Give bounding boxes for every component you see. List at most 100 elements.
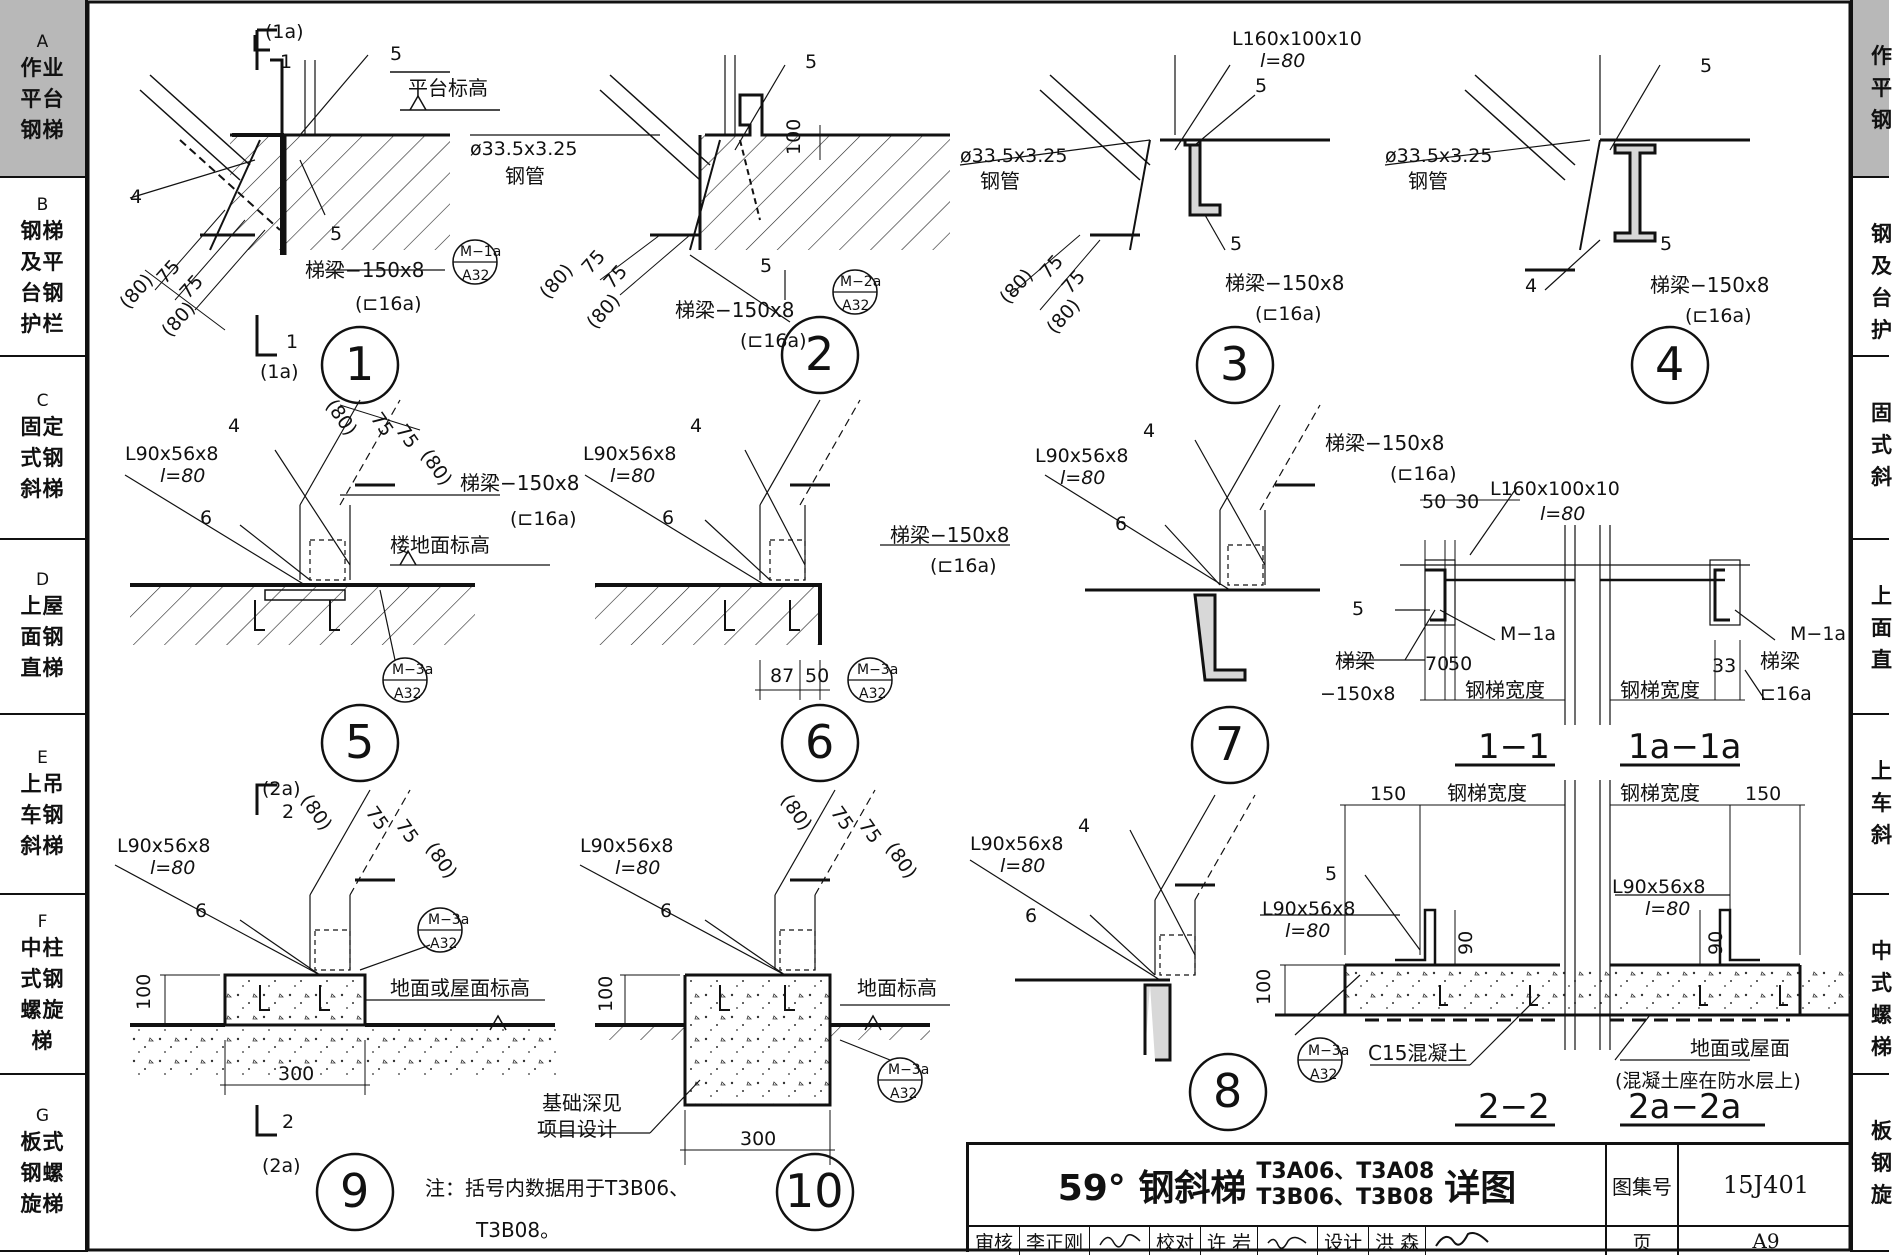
- dim-50-s11: 50: [1422, 491, 1446, 513]
- weld-size-1c: 4: [130, 186, 142, 208]
- section-2-2: [1260, 780, 1850, 1127]
- angle-length-6: l=80: [610, 465, 655, 487]
- dim-150-left: 150: [1370, 783, 1406, 805]
- right-index-tab[interactable]: 上面直上面直: [1853, 540, 1892, 715]
- right-index-tab[interactable]: 钢及台护钢及台护: [1853, 178, 1892, 357]
- ref-mark-1-top: M−1a: [460, 244, 501, 260]
- detail-number-8: 8: [1213, 1064, 1242, 1118]
- angle-size-3: L160x100x10: [1232, 28, 1362, 50]
- width-label-s22-left: 钢梯宽度: [1447, 781, 1527, 805]
- angle-size-8: L90x56x8: [970, 833, 1064, 855]
- dim-75-10a: 75: [826, 802, 858, 834]
- dim-80-9b: (80): [421, 838, 461, 883]
- beam-label-6: 梯梁−150x8: [890, 523, 1010, 547]
- right-index-char: 螺: [1871, 1003, 1892, 1027]
- angle-size-7: L90x56x8: [1035, 445, 1129, 467]
- weld-size-5a: 4: [228, 415, 240, 437]
- index-tab-text: 板式: [20, 1130, 65, 1154]
- angle-length-9: l=80: [150, 857, 195, 879]
- right-index-char: 斜: [1871, 465, 1892, 489]
- angle-length-10: l=80: [615, 857, 660, 879]
- ref-mark-2-bottom: A32: [842, 298, 869, 314]
- dim-90-left: 90: [1455, 931, 1477, 955]
- angle-length-8: l=80: [1000, 855, 1045, 877]
- right-index-char: 作: [1871, 44, 1892, 68]
- angle-size-6: L90x56x8: [583, 443, 677, 465]
- dim-80-5b: (80): [416, 445, 456, 490]
- right-index-tab[interactable]: 中式螺梯中式螺梯: [1853, 895, 1892, 1075]
- designer-signature: [1426, 1227, 1496, 1255]
- detail-number-5: 5: [345, 715, 374, 769]
- ref-mark-2-top: M−2a: [840, 274, 881, 290]
- index-tab-letter: F: [37, 912, 48, 932]
- ref-mark-10-bottom: A32: [890, 1086, 917, 1102]
- weld-size-8b: 6: [1025, 905, 1037, 927]
- detail-6: [584, 399, 1010, 783]
- right-index-tab[interactable]: 板钢旋板钢旋: [1853, 1075, 1892, 1252]
- right-index-tab[interactable]: 作平钢作平钢: [1853, 0, 1892, 178]
- angle-length-s11: l=80: [1540, 503, 1585, 525]
- section-title-2a-2a: 2a−2a: [1628, 1087, 1741, 1127]
- section-mark-2a-top: (2a): [262, 778, 301, 800]
- angle-length-5: l=80: [160, 465, 205, 487]
- detail-number-9: 9: [340, 1164, 369, 1218]
- signature-row: 审核 李正刚 校对 许 岩 设计 洪 森: [969, 1227, 1607, 1255]
- dim-50-6: 50: [805, 665, 829, 687]
- beam-alt-label-2: (⊏16a): [740, 330, 807, 352]
- right-index-tab[interactable]: 上车斜上车斜: [1853, 715, 1892, 895]
- detail-number-10: 10: [785, 1164, 844, 1218]
- right-index-char: 式: [1871, 433, 1892, 457]
- beam-label-s11-right-2: ⊏16a: [1760, 683, 1812, 705]
- detail-9: [114, 783, 560, 1232]
- weld-size-9: 6: [195, 900, 207, 922]
- right-index-char: 钢: [1871, 222, 1892, 246]
- dim-300-10: 300: [740, 1128, 776, 1150]
- index-tab-text: 台钢: [20, 280, 65, 305]
- index-tab-text: 及平: [20, 249, 65, 274]
- dim-80-a: (80): [115, 270, 157, 314]
- page-label: 页: [1607, 1227, 1679, 1255]
- embed-m1a-left: M−1a: [1500, 623, 1556, 645]
- detail-7: [1044, 404, 1321, 785]
- right-index-char: 固: [1871, 401, 1892, 425]
- detail-2: [470, 55, 950, 395]
- detail-4: [1384, 55, 1750, 405]
- index-tab-text: 车钢: [20, 802, 65, 827]
- ground-elevation-label: 地面标高: [857, 976, 937, 1000]
- angle-size-s22-left: L90x56x8: [1262, 898, 1356, 920]
- width-label-s22-right: 钢梯宽度: [1620, 781, 1700, 805]
- angle-size-s11: L160x100x10: [1490, 478, 1620, 500]
- weld-size-s11: 5: [1352, 598, 1364, 620]
- ref-mark-s22-top: M−3a: [1308, 1043, 1349, 1059]
- note-line-2: T3B08。: [475, 1218, 560, 1242]
- beam-label-7: 梯梁−150x8: [1325, 431, 1445, 455]
- beam-label-5: 梯梁−150x8: [460, 471, 580, 495]
- weld-size-1b: 5: [330, 223, 342, 245]
- right-index-char: 上: [1871, 584, 1892, 608]
- ref-mark-s22-bottom: A32: [1310, 1067, 1337, 1083]
- sheet-border: [86, 0, 1852, 1252]
- index-tab-text: 梯: [31, 1029, 54, 1053]
- dim-80-10a: (80): [776, 790, 816, 835]
- title-block: 59° 钢斜梯 T3A06、T3A08 T3B06、T3B08 详图 图集号 1…: [966, 1142, 1853, 1255]
- drawing-codes-line-2: T3B06、T3B08: [1256, 1185, 1434, 1210]
- weld-size-3a: 5: [1255, 75, 1267, 97]
- section-mark-2-top: 2: [282, 801, 294, 823]
- index-tab-text: 上屋: [20, 594, 65, 618]
- dim-80-9a: (80): [296, 790, 336, 835]
- review-label: 审核: [969, 1227, 1021, 1255]
- right-index-tab[interactable]: 固式斜固式斜: [1853, 357, 1892, 540]
- index-tab-text: 旋梯: [20, 1192, 65, 1216]
- angle-size-5: L90x56x8: [125, 443, 219, 465]
- ground-roof-label: 地面或屋面: [1690, 1036, 1790, 1060]
- dim-75-10b: 75: [854, 815, 886, 847]
- index-tab-text: 斜梯: [20, 477, 65, 501]
- checker-name: 许 岩: [1201, 1227, 1259, 1255]
